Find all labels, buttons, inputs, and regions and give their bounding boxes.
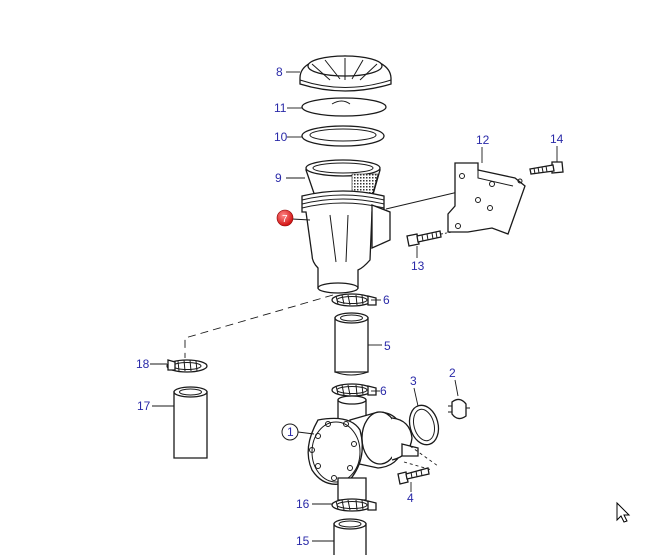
- strainer-lid-part[interactable]: [299, 55, 392, 92]
- highlight-marker[interactable]: 7: [276, 209, 294, 227]
- o-ring-part-3[interactable]: [405, 402, 442, 448]
- callout-7[interactable]: 7: [282, 214, 288, 225]
- callout-1-marker[interactable]: 1: [281, 423, 299, 441]
- hose-clamp-upper-part[interactable]: [331, 293, 377, 307]
- callout-5[interactable]: 5: [384, 339, 391, 353]
- callout-16[interactable]: 16: [296, 497, 310, 511]
- callout-15[interactable]: 15: [296, 534, 310, 548]
- mouse-cursor-icon: [616, 501, 631, 523]
- callout-9[interactable]: 9: [275, 171, 282, 185]
- callout-6-upper[interactable]: 6: [383, 293, 390, 307]
- callout-17[interactable]: 17: [137, 399, 151, 413]
- callout-4[interactable]: 4: [407, 491, 414, 505]
- hose-part-15[interactable]: [333, 518, 367, 555]
- mounting-bracket-part[interactable]: [447, 162, 526, 235]
- gasket-ring-part[interactable]: [301, 125, 385, 147]
- strainer-housing-part[interactable]: [301, 190, 391, 294]
- bolt-part-13[interactable]: [406, 230, 453, 247]
- clamp-ring-part-2[interactable]: [448, 398, 470, 420]
- hose-clamp-lower-part[interactable]: [331, 383, 377, 397]
- hose-clamp-left-part[interactable]: [166, 359, 208, 373]
- hose-clamp-bottom-part[interactable]: [331, 498, 377, 512]
- callout-3[interactable]: 3: [410, 374, 417, 388]
- screw-part-4[interactable]: [397, 467, 430, 485]
- callout-10[interactable]: 10: [274, 130, 288, 144]
- callout-14[interactable]: 14: [550, 132, 564, 146]
- callout-2[interactable]: 2: [449, 366, 456, 380]
- callout-1[interactable]: 1: [287, 425, 294, 439]
- callout-11[interactable]: 11: [274, 101, 287, 115]
- callout-13[interactable]: 13: [411, 259, 425, 273]
- callout-8[interactable]: 8: [276, 65, 283, 79]
- callout-12[interactable]: 12: [476, 133, 490, 147]
- hose-part-5[interactable]: [334, 312, 369, 376]
- callout-6-lower[interactable]: 6: [380, 384, 387, 398]
- pump-body-part[interactable]: [307, 395, 419, 501]
- hose-part-17[interactable]: [173, 386, 208, 459]
- callout-18[interactable]: 18: [136, 357, 150, 371]
- screw-part-14[interactable]: [529, 161, 564, 175]
- cover-plate-part[interactable]: [301, 97, 387, 117]
